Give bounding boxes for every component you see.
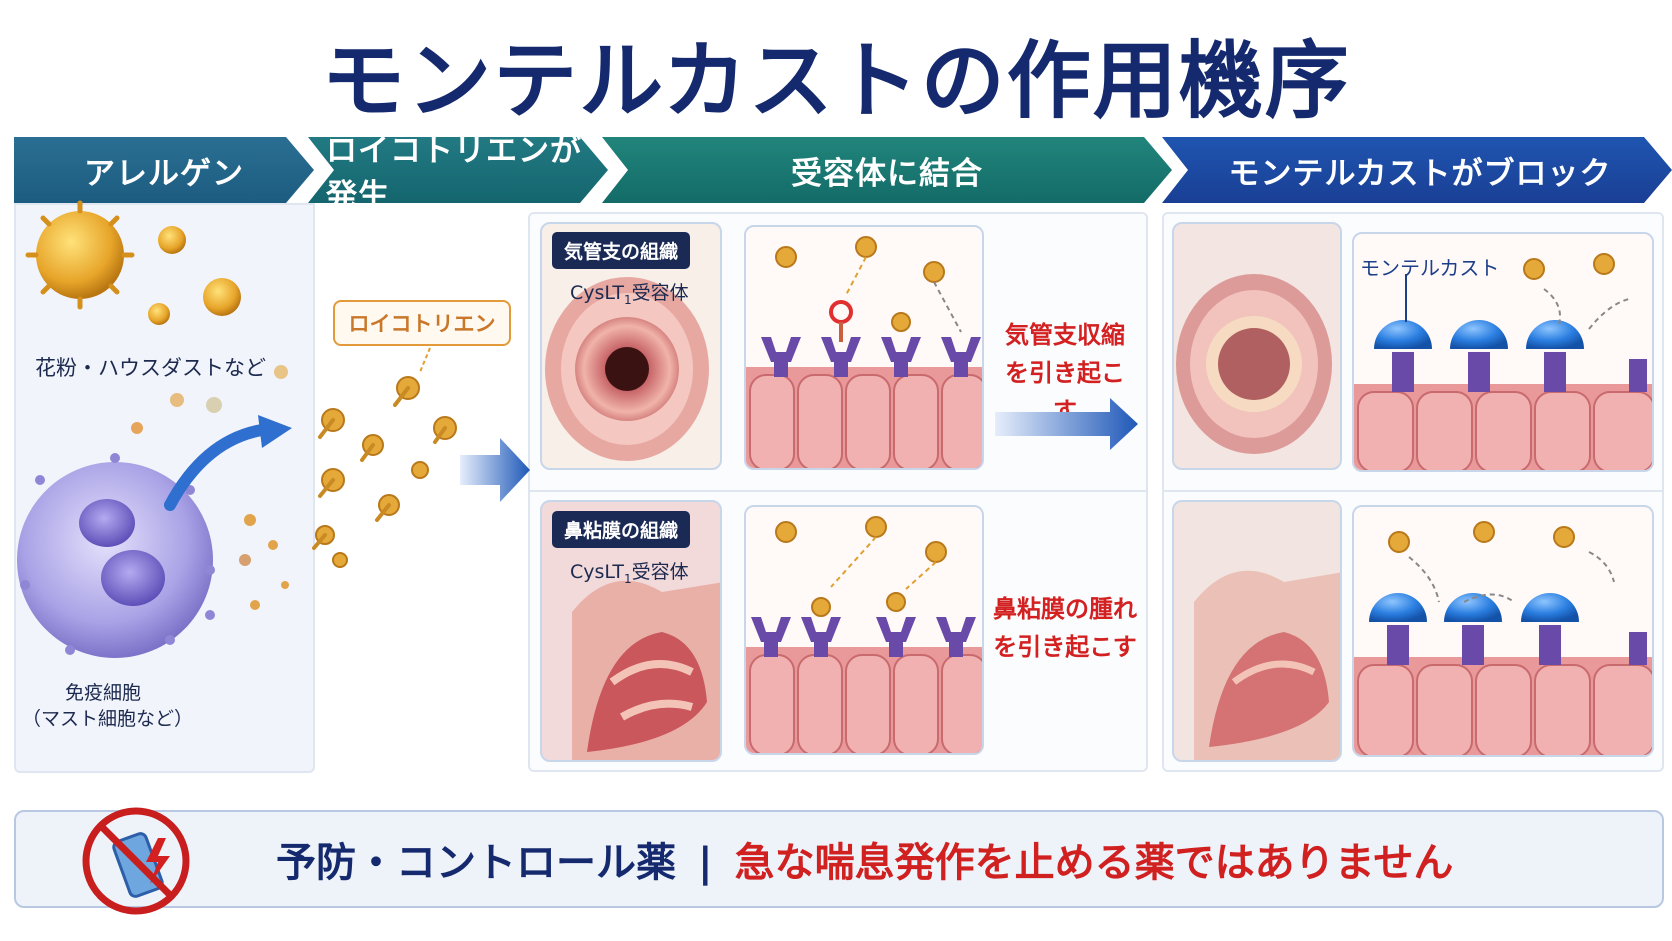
leukotriene-label-box: ロイコトリエン xyxy=(333,300,511,346)
leukotriene-panel xyxy=(315,203,525,773)
bronchial-tissue-tag: 気管支の組織 xyxy=(552,232,691,269)
leukotriene-label: ロイコトリエン xyxy=(348,312,496,336)
montelukast-block-closeup-bronchial xyxy=(1352,232,1654,472)
stage-receptor-binding: 受容体に結合 xyxy=(602,137,1172,203)
stage-label: ロイコトリエンが発生 xyxy=(326,133,582,214)
stage-allergen: アレルゲン xyxy=(14,137,314,203)
immune-cell-label: 免疫細胞 xyxy=(65,682,142,704)
stage-label: 受容体に結合 xyxy=(791,155,983,192)
montelukast-block-diagram xyxy=(1354,253,1652,470)
page-title: モンテルカストの作用機序 xyxy=(321,32,1351,130)
footer-separator: | xyxy=(698,840,713,886)
panel-divider xyxy=(528,490,1148,492)
footer-left-text: 予防・コントロール薬 xyxy=(276,840,676,886)
montelukast-block-closeup-nasal xyxy=(1352,505,1654,757)
nasal-tissue-tag: 鼻粘膜の組織 xyxy=(552,511,691,548)
stage-label: アレルゲン xyxy=(84,155,244,192)
nasal-receptor-label: CysLT1受容体 xyxy=(570,561,689,586)
panel-divider xyxy=(1162,490,1664,492)
stage-montelukast-block: モンテルカストがブロック xyxy=(1162,137,1672,203)
stage-leukotriene: ロイコトリエンが発生 xyxy=(308,137,608,203)
bronchial-effect: 気管支収縮 を引き起こす xyxy=(1005,321,1125,425)
nasal-effect: 鼻粘膜の腫れ を引き起こす xyxy=(993,595,1137,661)
footer-warning-text: 急な喘息発作を止める薬ではありません xyxy=(734,840,1454,886)
pollen-label: 花粉・ハウスダストなど xyxy=(35,356,266,380)
immune-cell-sublabel: （マスト細胞など） xyxy=(22,708,194,730)
nasal-receptor-closeup xyxy=(744,505,984,755)
no-inhaler-icon xyxy=(82,807,190,915)
nasal-tissue-blocked xyxy=(1172,500,1342,762)
footer-banner: 予防・コントロール薬 | 急な喘息発作を止める薬ではありません xyxy=(14,807,1664,915)
receptor-binding-diagram xyxy=(746,236,982,468)
receptor-binding-diagram xyxy=(746,516,982,753)
montelukast-label: モンテルカスト xyxy=(1360,256,1500,280)
bronchial-tube-blocked xyxy=(1172,222,1342,470)
montelukast-block-diagram xyxy=(1354,521,1652,755)
footer-text: 予防・コントロール薬 | 急な喘息発作を止める薬ではありません xyxy=(276,830,1453,888)
bronchial-receptor-closeup xyxy=(744,225,984,470)
stage-label: モンテルカストがブロック xyxy=(1228,155,1612,192)
bronchial-receptor-label: CysLT1受容体 xyxy=(570,282,689,307)
